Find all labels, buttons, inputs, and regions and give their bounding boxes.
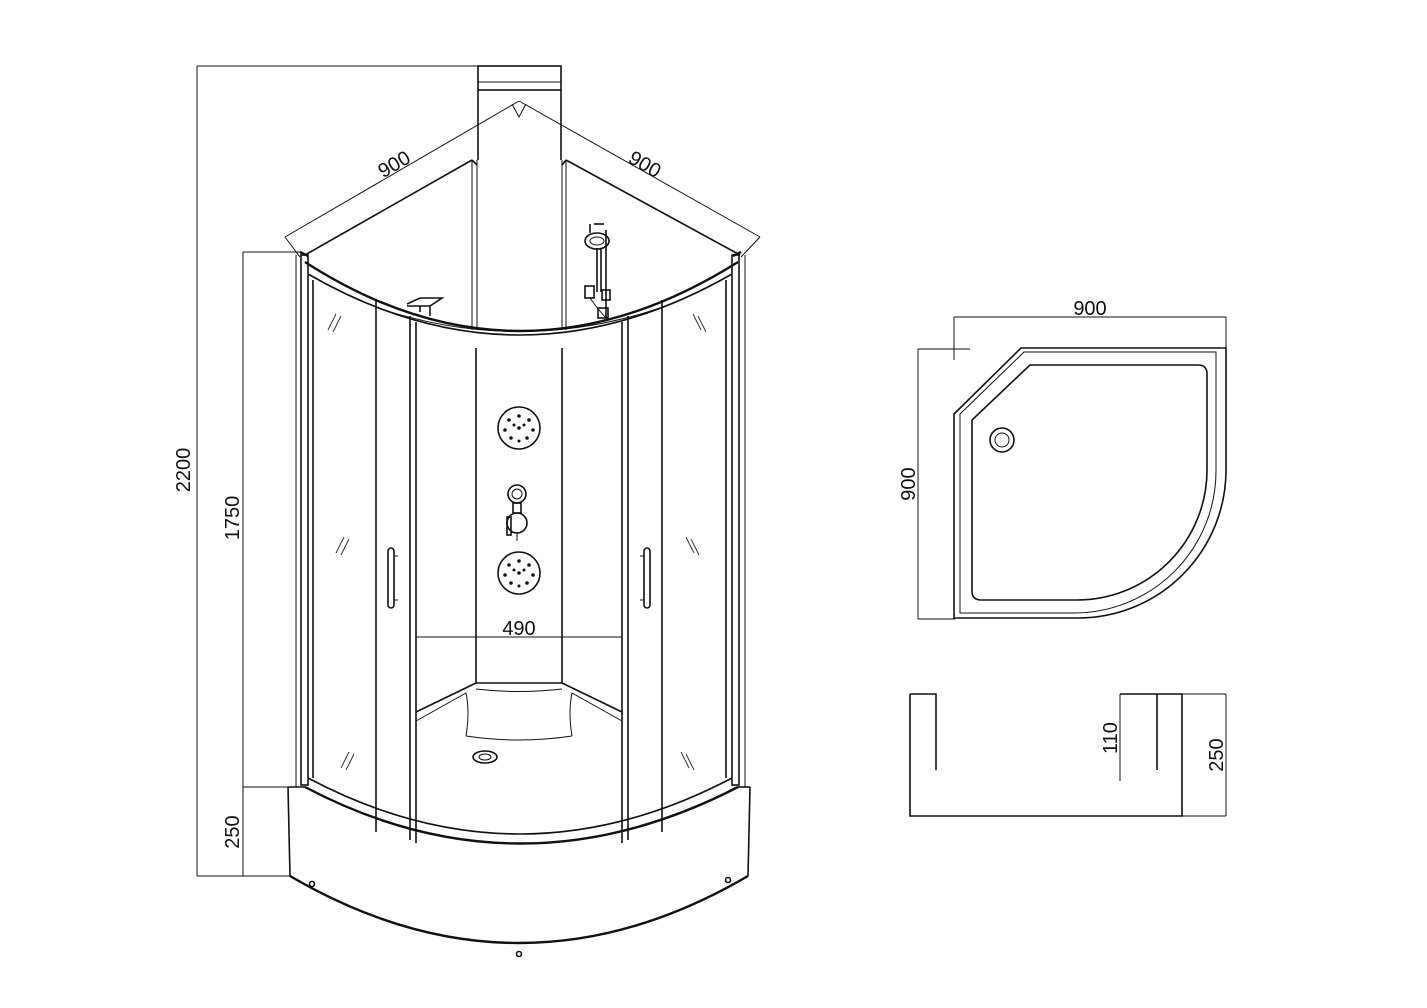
massage-jet-lower <box>497 551 541 595</box>
total-height-label: 2200 <box>173 448 195 493</box>
tray-section-view: 110 250 <box>909 693 1228 817</box>
bottom-curved-rail <box>304 777 739 845</box>
inner-width-label: 490 <box>502 618 535 640</box>
inner-basin <box>415 682 623 764</box>
top-curved-rail <box>304 260 739 336</box>
soap-shelf <box>406 297 445 316</box>
section-height-label: 250 <box>1206 738 1228 771</box>
massage-jet-upper <box>497 406 541 450</box>
corner-posts <box>295 250 746 787</box>
tray-height-label: 250 <box>222 815 244 848</box>
width-dimension-lines <box>284 100 761 258</box>
plan-depth-label: 900 <box>898 467 920 500</box>
width-left-label: 900 <box>375 147 415 183</box>
central-panel <box>475 348 563 683</box>
column-top-housing <box>476 65 563 330</box>
door-handles <box>387 547 651 609</box>
hand-shower <box>584 223 611 321</box>
height-dimension-lines <box>196 65 480 877</box>
width-right-label: 900 <box>625 147 665 183</box>
tray-plan-view: 900 900 <box>898 298 1227 620</box>
glass-reflection-marks <box>327 313 707 771</box>
mixer-tap <box>506 484 528 541</box>
cabin-height-label: 1750 <box>222 496 244 541</box>
shower-tray-base <box>287 786 751 958</box>
section-inner-depth-label: 110 <box>1100 722 1122 754</box>
glass-panels <box>312 280 727 843</box>
back-panels <box>304 159 741 330</box>
cabin-front-view: 900 900 2200 1750 250 490 <box>173 65 761 958</box>
plan-width-label: 900 <box>1073 298 1106 320</box>
